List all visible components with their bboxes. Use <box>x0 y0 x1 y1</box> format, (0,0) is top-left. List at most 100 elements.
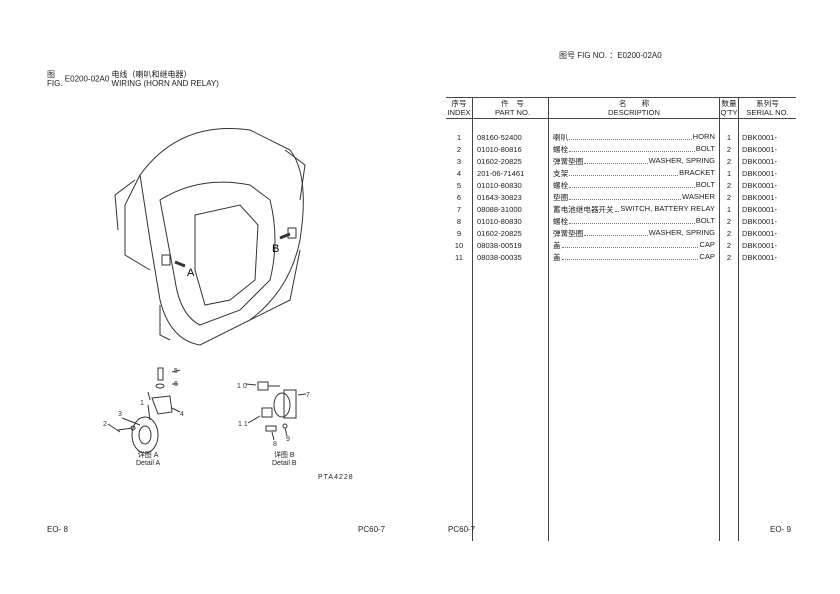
fig-number: E0200-02A0 <box>64 74 110 84</box>
row-description: 喇叭 HORN <box>548 131 720 143</box>
desc-cn: 喇叭 <box>553 132 569 142</box>
row-index: 9 <box>446 227 473 239</box>
row-part-no: 08038-00035 <box>472 251 549 263</box>
detail-a-label: 详图 A Detail A <box>136 452 160 468</box>
desc-en: BOLT <box>695 143 715 153</box>
callout-6: 6 <box>174 381 178 388</box>
figure-number-header: 图号 FIG NO. ：E0200-02A0 <box>559 51 662 60</box>
row-part-no: 01010-80830 <box>472 179 549 191</box>
row-part-no: 08038-00519 <box>472 239 549 251</box>
callout-4: 4 <box>180 411 184 418</box>
row-part-no: 08088-31000 <box>472 203 549 215</box>
row-index: 8 <box>446 215 473 227</box>
row-qty: 1 <box>719 167 739 179</box>
row-qty: 2 <box>719 143 739 155</box>
row-serial: DBK0001- <box>742 156 778 166</box>
callout-10: 1 0 <box>237 383 247 390</box>
row-part-no: 01010-80816 <box>472 143 549 155</box>
cab-drawing <box>114 127 306 346</box>
desc-cn: 螺栓 <box>553 216 569 226</box>
row-part-no: 01602-20825 <box>472 155 549 167</box>
fig-label-cn: 图 <box>47 70 55 79</box>
row-index: 5 <box>446 179 473 191</box>
right-page-number: EO- 9 <box>770 525 791 534</box>
detail-b-drawing <box>245 381 307 441</box>
row-index: 3 <box>446 155 473 167</box>
callout-8: 8 <box>273 441 277 448</box>
desc-cn: 蓄电池继电器开关 <box>553 204 614 214</box>
row-serial: DBK0001- <box>742 252 778 262</box>
fig-title-en: WIRING (HORN AND RELAY) <box>111 79 219 88</box>
desc-en: SWITCH, BATTERY RELAY <box>620 203 715 213</box>
row-serial: DBK0001- <box>742 216 778 226</box>
desc-cn: 弹簧垫圈 <box>553 156 584 166</box>
callout-9: 9 <box>286 436 290 443</box>
right-model: PC60-7 <box>448 525 476 534</box>
drawing-code: PTA4228 <box>318 474 354 481</box>
row-part-no: 01602-20825 <box>472 227 549 239</box>
fig-title-cn: 电线（喇叭和继电器） <box>111 70 192 79</box>
row-qty: 2 <box>719 179 739 191</box>
detail-a-cn: 详图 A <box>137 452 159 459</box>
row-qty: 1 <box>719 131 739 143</box>
desc-en: HORN <box>692 131 715 141</box>
detail-b-label: 详图 B Detail B <box>272 452 297 468</box>
callout-A: A <box>187 267 195 279</box>
left-model: PC60-7 <box>358 525 386 534</box>
row-serial: DBK0001- <box>742 228 778 238</box>
row-qty: 2 <box>719 239 739 251</box>
desc-cn: 弹簧垫圈 <box>553 228 584 238</box>
fig-label-en: FIG. <box>47 79 63 88</box>
row-serial: DBK0001- <box>742 240 778 250</box>
callout-3: 3 <box>118 411 122 418</box>
row-index: 4 <box>446 167 473 179</box>
row-serial: DBK0001- <box>742 144 778 154</box>
desc-cn: 螺栓 <box>553 180 569 190</box>
callout-B: B <box>272 243 279 255</box>
desc-cn: 螺栓 <box>553 144 569 154</box>
left-page-number: EO- 8 <box>47 525 68 534</box>
row-serial: DBK0001- <box>742 132 778 142</box>
callout-5: 5 <box>174 368 178 375</box>
row-index: 10 <box>446 239 473 251</box>
callout-7: 7 <box>306 392 310 399</box>
row-description: 弹簧垫圈 WASHER, SPRING <box>548 155 720 167</box>
row-qty: 1 <box>719 203 739 215</box>
row-qty: 2 <box>719 155 739 167</box>
row-serial: DBK0001- <box>742 168 778 178</box>
row-qty: 2 <box>719 215 739 227</box>
callout-2: 2 <box>103 421 107 428</box>
row-qty: 2 <box>719 191 739 203</box>
row-serial: DBK0001- <box>742 204 778 214</box>
figure-caption: 图 FIG. E0200-02A0 电线（喇叭和继电器） WIRING (HOR… <box>47 70 219 88</box>
callout-1: 1 <box>140 400 144 407</box>
row-description: 蓄电池继电器开关 SWITCH, BATTERY RELAY <box>548 203 720 215</box>
detail-b-cn: 详图 B <box>273 452 295 459</box>
desc-cn: 盖 <box>553 240 561 250</box>
row-description: 螺栓 BOLT <box>548 143 720 155</box>
callout-11: 1 1 <box>238 421 248 428</box>
row-index: 11 <box>446 251 473 263</box>
table-row: 3 01602-20825 弹簧垫圈 WASHER, SPRING 2 DBK00… <box>446 155 796 167</box>
desc-en: WASHER, SPRING <box>648 155 715 165</box>
row-serial: DBK0001- <box>742 192 778 202</box>
